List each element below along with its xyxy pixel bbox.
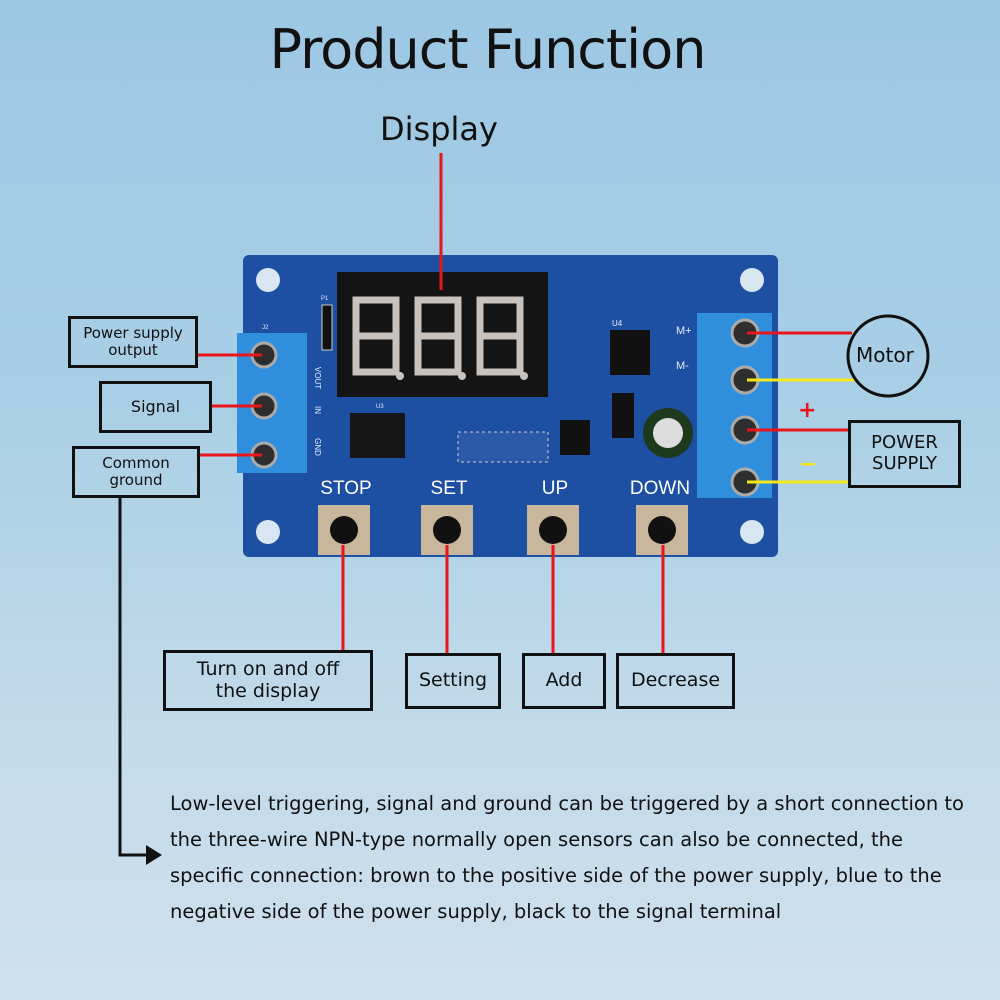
common-ground-label: Common ground — [72, 446, 200, 498]
pin-label-gnd: GND — [313, 438, 322, 456]
pin-label-m-minus: M- — [676, 360, 689, 372]
board-label-up: UP — [541, 478, 569, 499]
right-terminal-block — [697, 313, 772, 498]
power-supply-label: POWER SUPPLY — [848, 420, 961, 488]
motor-circle — [846, 314, 930, 398]
power-supply-output-label: Power supply output — [68, 316, 198, 368]
down-function-label: Decrease — [616, 653, 735, 709]
chip-label-j2: J2 — [262, 325, 269, 331]
chip-u4 — [610, 330, 650, 375]
chip-label-u4: U4 — [612, 319, 623, 328]
ground-arrow-line — [118, 497, 148, 857]
minus-sign: − — [799, 452, 818, 477]
pin-label-in: IN — [313, 406, 322, 414]
board-label-stop: STOP — [320, 478, 372, 499]
chip-label-p1: P1 — [321, 296, 329, 302]
pin-label-m-plus: M+ — [676, 325, 692, 337]
red-leader-lines — [197, 153, 852, 653]
plus-sign: + — [798, 398, 817, 423]
description-text: Low-level triggering, signal and ground … — [170, 792, 964, 923]
regulator — [560, 420, 590, 455]
display-digits — [352, 296, 524, 376]
yellow-wires — [747, 378, 855, 484]
chip-label-u3: U3 — [376, 404, 384, 410]
motor-label: Motor — [856, 343, 914, 367]
chip-u3 — [350, 413, 405, 458]
board-label-down: DOWN — [629, 478, 691, 499]
arrow-head-icon — [146, 845, 162, 865]
mounting-holes — [256, 268, 764, 544]
pin-label-vout: VOUT — [313, 366, 322, 390]
signal-label: Signal — [99, 381, 212, 433]
display-label: Display — [380, 110, 498, 148]
stop-function-label: Turn on and off the display — [163, 650, 373, 711]
page-title: Product Function — [269, 18, 707, 81]
up-function-label: Add — [522, 653, 606, 709]
diode — [612, 393, 634, 438]
set-function-label: Setting — [405, 653, 501, 709]
board-label-set: SET — [430, 478, 468, 499]
